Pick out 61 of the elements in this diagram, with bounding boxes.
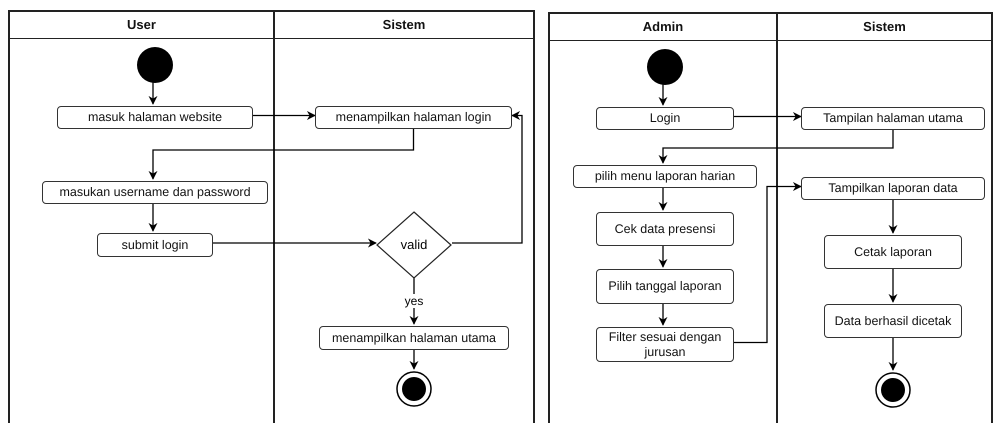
action-box bbox=[596, 327, 734, 362]
action-box bbox=[42, 181, 268, 204]
action-label: masuk halaman website bbox=[88, 110, 222, 125]
swimlane bbox=[8, 10, 275, 423]
flow-arrow bbox=[658, 186, 668, 211]
action-box bbox=[315, 106, 512, 129]
action-box bbox=[824, 235, 962, 269]
action-label: Login bbox=[650, 111, 680, 126]
flow-arrow bbox=[148, 127, 414, 180]
action-label: Cetak laporan bbox=[854, 244, 932, 260]
flow-arrow bbox=[888, 267, 898, 303]
action-box bbox=[801, 107, 985, 130]
flow-arrow bbox=[410, 277, 418, 325]
swimlane bbox=[273, 10, 535, 423]
flow-arrow bbox=[148, 81, 158, 105]
action-box bbox=[57, 106, 253, 129]
initial-node bbox=[647, 49, 683, 85]
final-node bbox=[875, 372, 911, 408]
action-label: Filter sesuai dengan jurusan bbox=[608, 330, 722, 360]
action-box bbox=[596, 107, 734, 130]
flow-arrow bbox=[732, 112, 802, 121]
flow-arrow bbox=[148, 202, 158, 232]
decision-diamond bbox=[376, 211, 452, 279]
action-label: menampilkan halaman login bbox=[336, 110, 492, 125]
action-box bbox=[319, 326, 509, 350]
action-label: Tampilan halaman utama bbox=[823, 111, 963, 126]
action-label: submit login bbox=[122, 238, 188, 252]
edge-label: yes bbox=[404, 294, 424, 308]
flow-arrow bbox=[658, 302, 668, 326]
flow-arrow bbox=[452, 111, 523, 244]
lane-header: Sistem bbox=[778, 14, 991, 41]
action-box bbox=[824, 304, 962, 338]
action-box bbox=[596, 212, 734, 246]
flow-arrow bbox=[888, 336, 898, 371]
flow-arrow bbox=[410, 348, 418, 370]
flow-arrow bbox=[251, 111, 316, 120]
flow-arrow bbox=[658, 83, 668, 106]
flow-arrow bbox=[658, 128, 894, 164]
lane-header: User bbox=[10, 12, 273, 39]
final-node bbox=[396, 371, 432, 407]
flow-arrow bbox=[211, 238, 377, 248]
action-label: Pilih tanggal laporan bbox=[608, 279, 722, 294]
decision-label: valid bbox=[400, 237, 428, 252]
action-box bbox=[801, 177, 985, 200]
action-box bbox=[596, 269, 734, 304]
action-label: menampilkan halaman utama bbox=[332, 330, 496, 346]
action-box bbox=[97, 233, 213, 257]
flow-arrow bbox=[888, 198, 898, 234]
action-label: Tampilkan laporan data bbox=[828, 181, 958, 196]
action-label: Data berhasil dicetak bbox=[834, 314, 952, 328]
flow-arrow bbox=[658, 244, 668, 268]
action-label: pilih menu laporan harian bbox=[594, 169, 736, 184]
action-box bbox=[573, 165, 757, 188]
lane-header: Sistem bbox=[275, 12, 533, 39]
flow-arrow bbox=[732, 182, 802, 344]
swimlane bbox=[776, 12, 993, 423]
swimlane bbox=[548, 12, 778, 423]
action-label: Cek data presensi bbox=[614, 222, 716, 236]
initial-node bbox=[137, 47, 173, 83]
action-label: masukan username dan password bbox=[59, 185, 251, 200]
lane-header: Admin bbox=[550, 14, 776, 41]
